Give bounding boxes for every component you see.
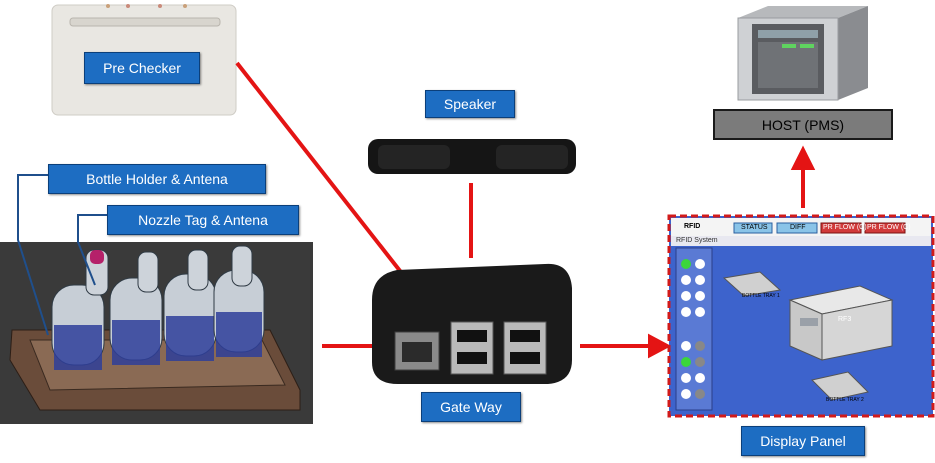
panel-tab-pr-flow-1[interactable]: PR FLOW (C) bbox=[823, 224, 867, 231]
arrow-to-panel bbox=[648, 333, 672, 359]
bottle-holder-pointer bbox=[17, 174, 49, 336]
pre-checker-label: Pre Checker bbox=[84, 52, 200, 84]
bottle-3 bbox=[163, 249, 217, 361]
speaker-label: Speaker bbox=[425, 90, 515, 118]
panel-logo: RFID bbox=[684, 223, 701, 230]
host-pms-label: HOST (PMS) bbox=[713, 109, 893, 140]
gateway-label: Gate Way bbox=[421, 392, 521, 422]
bottle-holder-scene bbox=[0, 242, 313, 424]
display-panel-label: Display Panel bbox=[741, 426, 865, 456]
panel-tab-status[interactable]: STATUS bbox=[741, 224, 768, 231]
connectors bbox=[235, 61, 816, 359]
panel-tab-pr-flow-2[interactable]: PR FLOW (C) bbox=[867, 224, 911, 231]
panel-tray-top: BOTTLE TRAY 1 bbox=[742, 293, 780, 299]
panel-machine-label: RF3 bbox=[838, 316, 852, 323]
nozzle-tag-pointer bbox=[77, 214, 108, 286]
gateway-device bbox=[372, 263, 572, 384]
panel-tab-diff[interactable]: DIFF bbox=[790, 224, 806, 231]
nozzle-tag-label: Nozzle Tag & Antena bbox=[107, 205, 299, 235]
panel-system-title: RFID System bbox=[676, 237, 718, 244]
display-panel-frame bbox=[667, 214, 935, 418]
host-server-device bbox=[737, 6, 868, 101]
arrow-to-host bbox=[790, 145, 816, 170]
speaker-device bbox=[368, 139, 576, 174]
bottle-2 bbox=[109, 251, 163, 365]
bottle-4 bbox=[213, 245, 265, 357]
connector-prechecker-gateway bbox=[235, 61, 406, 278]
bottle-1 bbox=[51, 249, 109, 370]
panel-tray-bottom: BOTTLE TRAY 2 bbox=[826, 397, 864, 403]
bottle-holder-label: Bottle Holder & Antena bbox=[48, 164, 266, 194]
